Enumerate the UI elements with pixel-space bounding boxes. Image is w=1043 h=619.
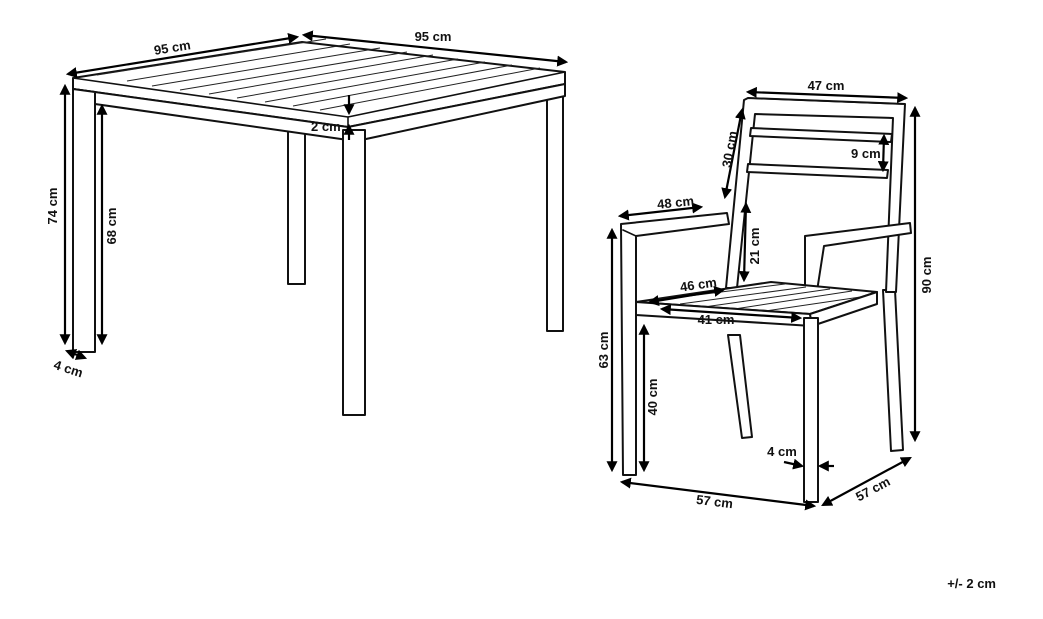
- table-leg-front-left: [72, 88, 96, 353]
- table-top-thickness-label: 2 cm: [311, 119, 341, 134]
- table-top-width-label-left: 95 cm: [153, 37, 192, 58]
- chair-backrest-slat: [749, 127, 893, 143]
- tolerance-note: +/- 2 cm: [947, 576, 996, 591]
- chair-backrest-height-label: 30 cm: [719, 130, 740, 169]
- chair-armrest-to-seat-label: 21 cm: [747, 228, 762, 265]
- chair-armrest-left: [620, 212, 730, 476]
- chair-seat-height-label: 40 cm: [645, 379, 660, 416]
- chair-seat-depth-label: 46 cm: [679, 275, 718, 295]
- chair-drawing: 47 cm 30 cm 9 cm 48 cm 21 cm 46 cm 41 cm…: [596, 78, 934, 511]
- chair-leg-width-label: 4 cm: [767, 444, 797, 459]
- table-leg-width-label: 4 cm: [52, 357, 85, 380]
- chair-leg-front: [803, 317, 819, 503]
- table-leg-back-right: [546, 83, 564, 332]
- table-leg-height-label: 68 cm: [104, 208, 119, 245]
- table-leg-back-left: [287, 127, 306, 285]
- chair-backrest-slat: [746, 163, 889, 179]
- table-drawing: 95 cm 95 cm 2 cm 74 cm 68 cm 4 cm: [45, 29, 569, 416]
- chair-slat-width-label: 9 cm: [851, 146, 881, 161]
- table-leg-front: [342, 129, 366, 416]
- chair-backrest-width-label: 47 cm: [808, 78, 845, 93]
- chair-armrest-height-label: 63 cm: [596, 332, 611, 369]
- chair-seat-width-label: 41 cm: [698, 312, 735, 327]
- chair-base-width-label: 57 cm: [695, 492, 733, 511]
- chair-armrest-depth-label: 48 cm: [656, 193, 694, 212]
- table-top-width-label-right: 95 cm: [415, 29, 452, 44]
- chair-total-height-label: 90 cm: [919, 257, 934, 294]
- table-total-height-label: 74 cm: [45, 188, 60, 225]
